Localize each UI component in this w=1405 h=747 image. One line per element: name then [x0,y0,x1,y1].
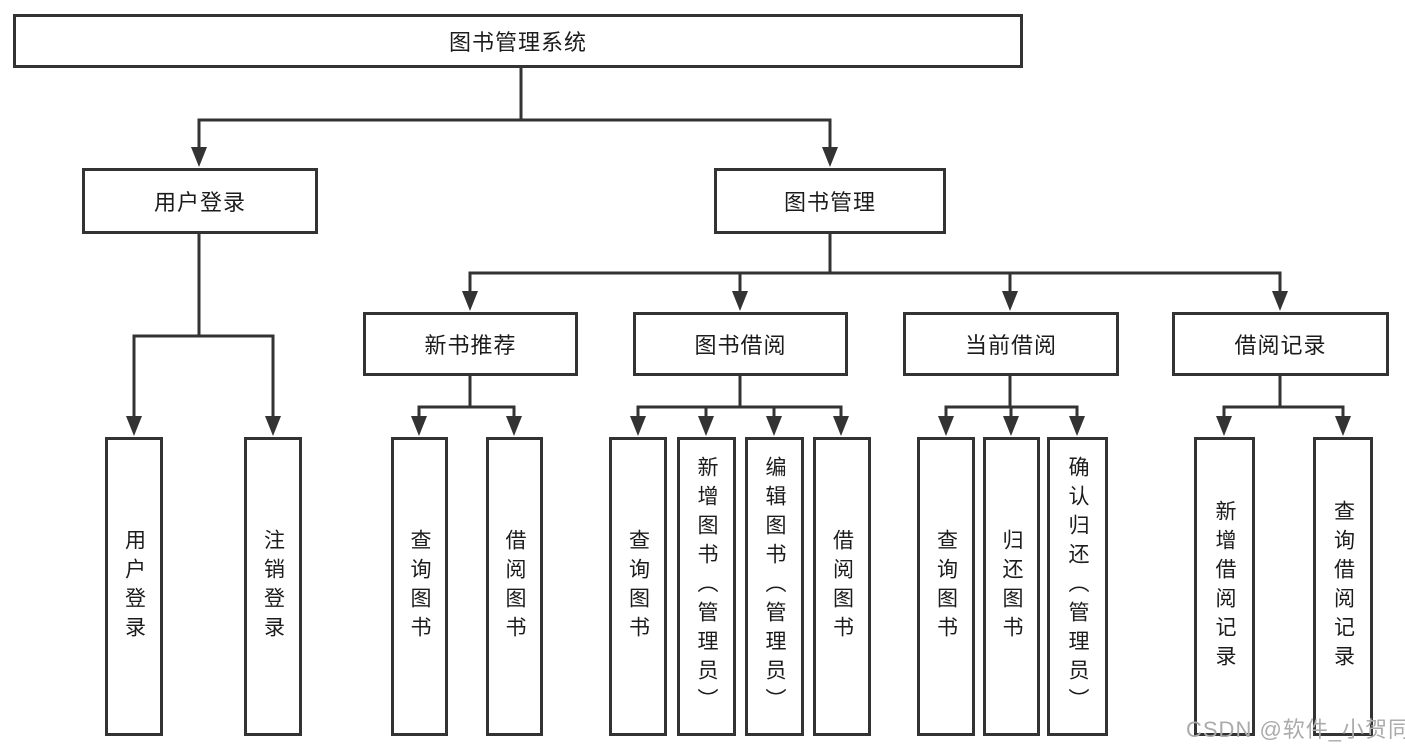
leaf-add-borrow-record-label: 新增借阅记录 [1213,499,1236,674]
leaf-query-borrow-record: 查询借阅记录 [1313,437,1373,736]
leaf-return-books: 归还图书 [983,437,1040,736]
leaf-borrow-books-borrow-label: 借阅图书 [830,528,854,645]
node-current-borrowing: 当前借阅 [903,312,1119,376]
node-root-label: 图书管理系统 [448,30,587,55]
node-user-login: 用户登录 [82,168,318,234]
leaf-add-books-admin-label: 新增图书（管理员） [695,456,718,717]
leaf-logout: 注销登录 [244,437,302,736]
leaf-query-books-borrow-label: 查询图书 [626,528,650,645]
leaf-confirm-return-admin-label: 确认归还（管理员） [1066,456,1089,717]
leaf-logout-label: 注销登录 [261,528,285,645]
watermark: CSDN @软件_小贺同学 [1186,717,1405,742]
leaf-edit-books-admin-label: 编辑图书（管理员） [763,456,786,717]
leaf-query-books-recommend: 查询图书 [391,437,448,736]
leaf-query-books-borrow: 查询图书 [609,437,667,736]
leaf-user-login: 用户登录 [105,437,163,736]
node-user-login-label: 用户登录 [153,190,246,215]
node-borrowing-records-label: 借阅记录 [1234,333,1327,358]
leaf-user-login-label: 用户登录 [122,528,146,645]
node-new-book-recommendation-label: 新书推荐 [424,333,517,358]
node-book-management: 图书管理 [714,168,946,234]
node-book-management-label: 图书管理 [783,190,876,215]
leaf-edit-books-admin: 编辑图书（管理员） [745,437,804,736]
node-book-borrowing-label: 图书借阅 [694,333,787,358]
node-root: 图书管理系统 [13,14,1023,68]
leaf-borrow-books-recommend-label: 借阅图书 [503,528,526,645]
leaf-query-borrow-record-label: 查询借阅记录 [1331,499,1355,674]
leaf-confirm-return-admin: 确认归还（管理员） [1047,437,1108,736]
leaf-return-books-label: 归还图书 [1000,528,1023,645]
leaf-borrow-books-recommend: 借阅图书 [486,437,543,736]
node-new-book-recommendation: 新书推荐 [363,312,578,376]
leaf-add-borrow-record: 新增借阅记录 [1194,437,1255,736]
leaf-query-books-current-label: 查询图书 [934,528,958,645]
leaf-query-books-recommend-label: 查询图书 [408,528,431,645]
node-book-borrowing: 图书借阅 [633,312,848,376]
node-current-borrowing-label: 当前借阅 [964,333,1057,358]
leaf-borrow-books-borrow: 借阅图书 [813,437,871,736]
leaf-add-books-admin: 新增图书（管理员） [677,437,736,736]
leaf-query-books-current: 查询图书 [917,437,975,736]
node-borrowing-records: 借阅记录 [1172,312,1389,376]
